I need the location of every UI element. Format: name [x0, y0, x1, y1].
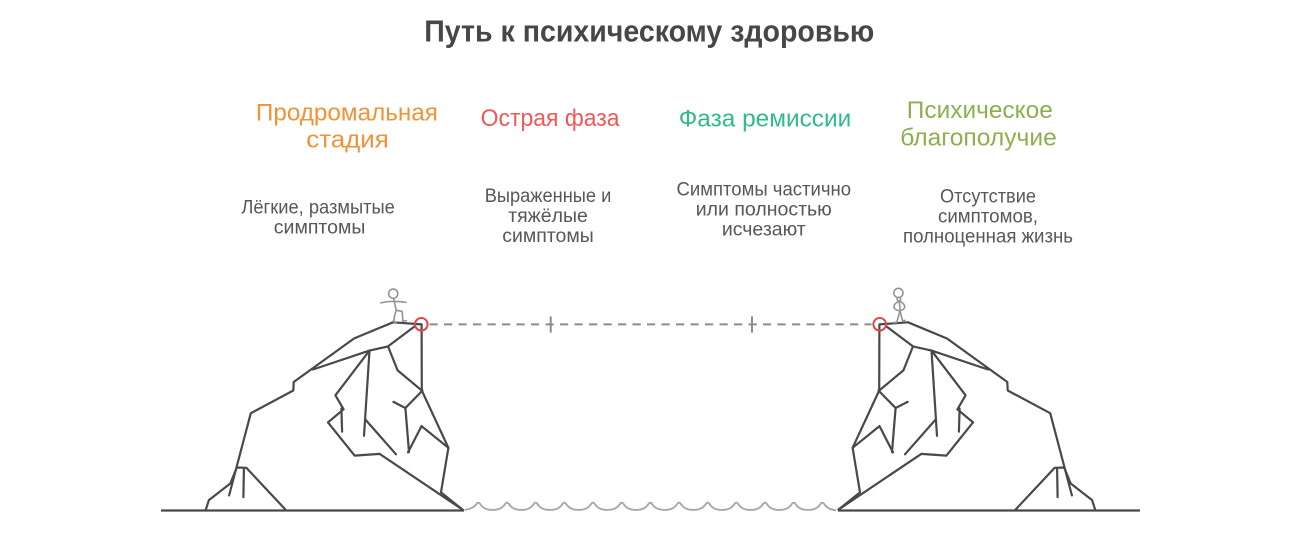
svg-text:Выраженные и: Выраженные и — [485, 185, 612, 207]
svg-text:Симптомы частично: Симптомы частично — [677, 179, 852, 201]
svg-text:Лёгкие, размытые: Лёгкие, размытые — [241, 197, 395, 219]
svg-text:симптомы: симптомы — [274, 217, 366, 239]
svg-text:симптомы: симптомы — [502, 225, 594, 247]
svg-text:Продромальная: Продромальная — [256, 100, 438, 127]
svg-text:Путь к психическому здоровью: Путь к психическому здоровью — [424, 15, 874, 49]
svg-text:Психическое: Психическое — [907, 97, 1053, 124]
svg-text:Отсутствие: Отсутствие — [940, 186, 1036, 208]
svg-text:исчезают: исчезают — [722, 219, 806, 241]
svg-text:симптомов,: симптомов, — [938, 206, 1038, 228]
svg-text:тяжёлые: тяжёлые — [508, 205, 588, 227]
svg-text:Острая фаза: Острая фаза — [481, 105, 621, 132]
svg-text:благополучие: благополучие — [900, 124, 1057, 151]
svg-text:полноценная жизнь: полноценная жизнь — [903, 226, 1073, 248]
svg-text:стадия: стадия — [306, 127, 389, 154]
svg-text:Фаза ремиссии: Фаза ремиссии — [679, 105, 852, 132]
svg-text:или полностью: или полностью — [696, 199, 832, 221]
